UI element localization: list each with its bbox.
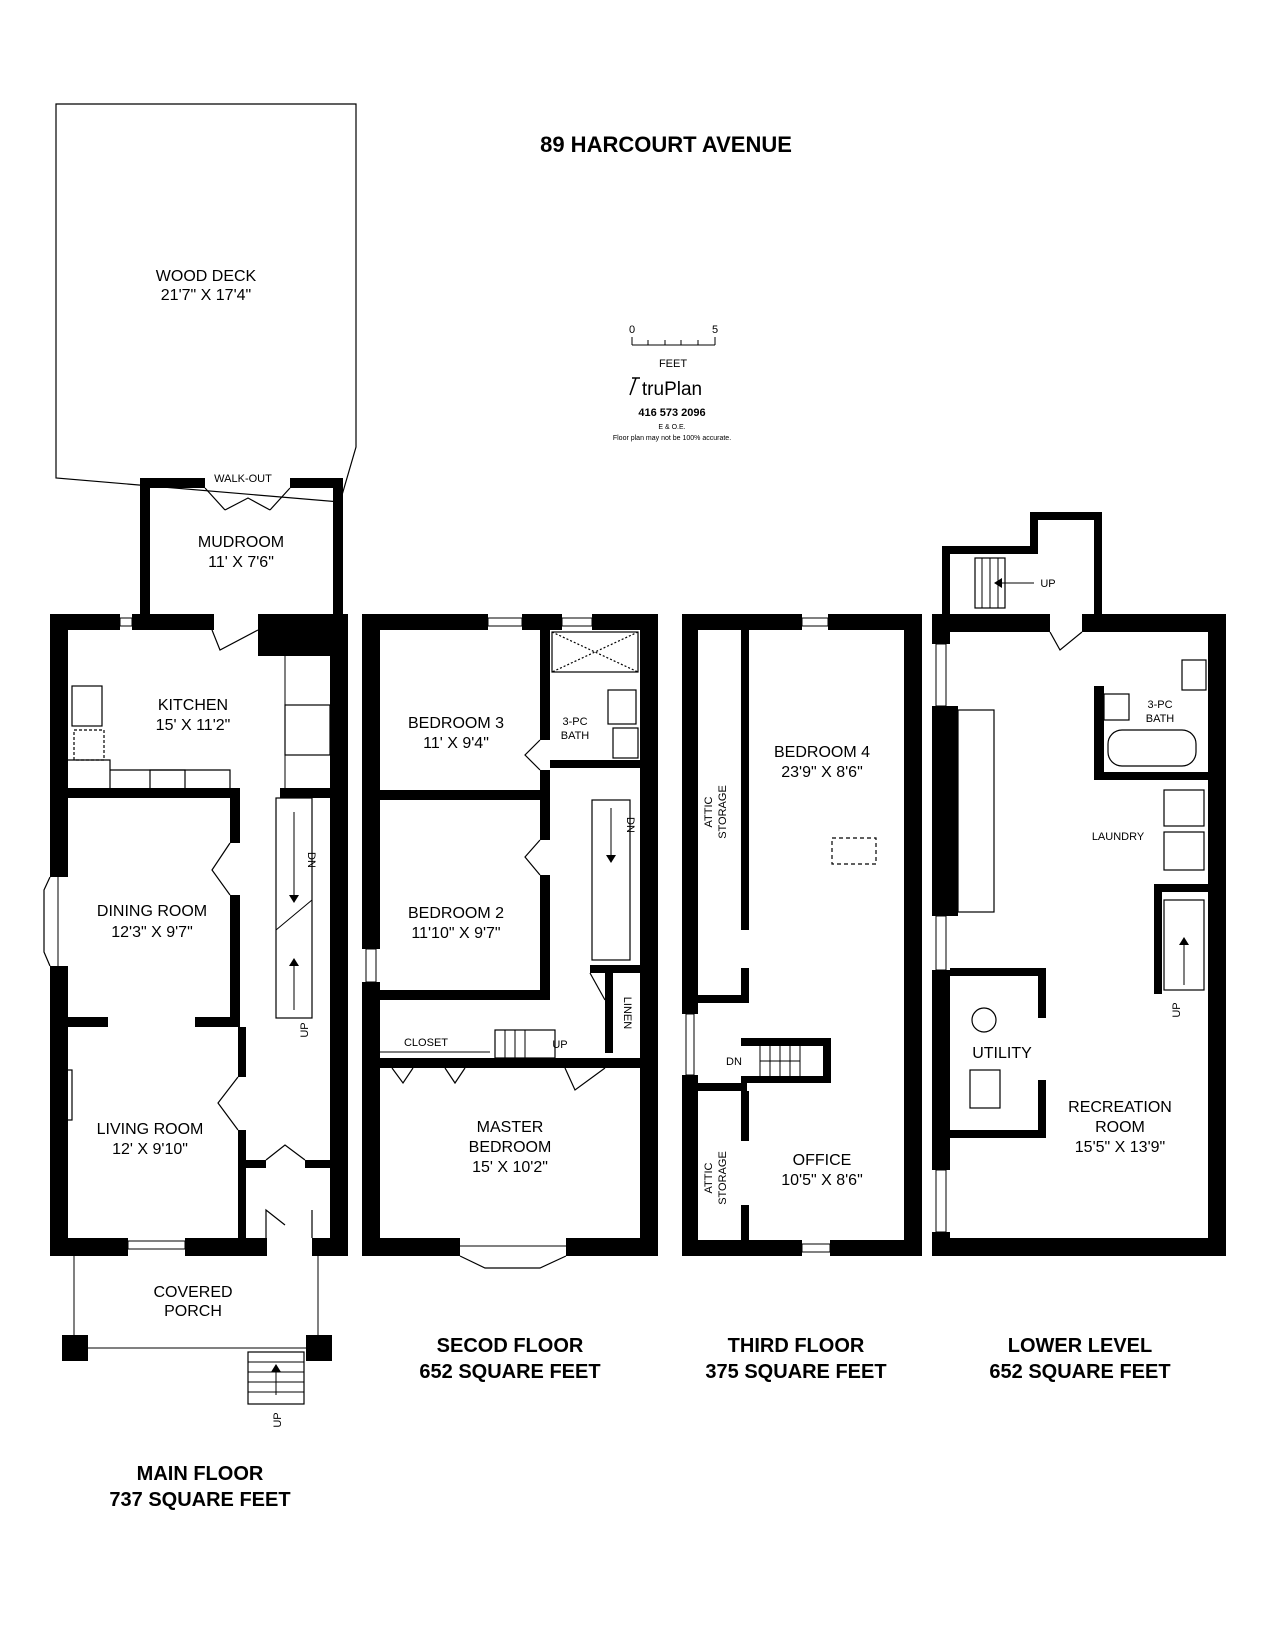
lower-level-plan: UP 3-PC BATH LAUNDRY UP [932, 512, 1226, 1383]
wood-deck-name: WOOD DECK [156, 268, 257, 285]
wood-deck-size: 21'7" X 17'4" [161, 287, 251, 304]
lower-exterior-up: UP [1040, 578, 1055, 590]
logo-brand: truPlan [642, 379, 702, 400]
porch-name-1: COVERED [153, 1284, 232, 1301]
main-floor-area: 737 SQUARE FEET [109, 1489, 290, 1511]
third-stair-dn: DN [726, 1056, 742, 1068]
main-floor-name: MAIN FLOOR [137, 1463, 264, 1485]
rec-room-name-1: RECREATION [1068, 1099, 1172, 1116]
dining-room-size: 12'3" X 9'7" [111, 924, 193, 941]
porch-name-2: PORCH [164, 1303, 222, 1320]
office-name: OFFICE [793, 1152, 852, 1169]
third-floor-area: 375 SQUARE FEET [705, 1361, 886, 1383]
dining-room-name: DINING ROOM [97, 903, 207, 920]
second-floor-plan: BEDROOM 3 11' X 9'4" 3-PC BATH BEDROOM 2… [362, 614, 658, 1383]
bedroom4-size: 23'9" X 8'6" [781, 764, 863, 781]
attic2-name-2: STORAGE [717, 1151, 729, 1205]
office-size: 10'5" X 8'6" [781, 1172, 863, 1189]
second-floor-area: 652 SQUARE FEET [419, 1361, 600, 1383]
third-floor-plan: ATTIC STORAGE BEDROOM 4 23'9" X 8'6" DN … [682, 614, 922, 1383]
linen-label: LINEN [621, 997, 633, 1029]
lower-level-name: LOWER LEVEL [1008, 1335, 1152, 1357]
bath-lower-name-2: BATH [1146, 713, 1175, 725]
attic1-name-1: ATTIC [703, 796, 715, 827]
laundry-label: LAUNDRY [1092, 831, 1145, 843]
second-stair-dn: DN [624, 817, 636, 833]
mudroom-name: MUDROOM [198, 534, 284, 551]
closet-label: CLOSET [404, 1037, 448, 1049]
property-title: 89 HARCOURT AVENUE [540, 132, 792, 157]
bedroom4-name: BEDROOM 4 [774, 744, 870, 761]
scale-unit: FEET [659, 358, 687, 370]
bedroom2-size: 11'10" X 9'7" [411, 925, 500, 942]
bath2-name-2: BATH [561, 730, 590, 742]
lower-level-area: 652 SQUARE FEET [989, 1361, 1170, 1383]
living-room-name: LIVING ROOM [97, 1121, 204, 1138]
living-room-size: 12' X 9'10" [112, 1141, 188, 1158]
main-stair-up: UP [299, 1022, 311, 1037]
scale-bar: 0 5 FEET [629, 324, 718, 370]
logo-disclaimer: Floor plan may not be 100% accurate. [613, 435, 731, 442]
utility-label: UTILITY [972, 1045, 1032, 1062]
master-name-1: MASTER [477, 1119, 544, 1136]
master-name-2: BEDROOM [469, 1139, 552, 1156]
bedroom2-name: BEDROOM 2 [408, 905, 504, 922]
lower-stair-up: UP [1171, 1002, 1183, 1017]
kitchen-size: 15' X 11'2" [156, 717, 231, 734]
wood-deck-outline [55, 103, 357, 503]
logo-phone: 416 573 2096 [638, 407, 705, 419]
second-stair-up: UP [552, 1039, 567, 1051]
scale-min: 0 [629, 324, 635, 336]
bath2-name-1: 3-PC [562, 716, 587, 728]
logo-eoe: E & O.E. [658, 424, 685, 431]
bedroom3-name: BEDROOM 3 [408, 715, 504, 732]
porch-stair-up: UP [272, 1412, 284, 1427]
rec-room-name-2: ROOM [1095, 1119, 1145, 1136]
third-floor-name: THIRD FLOOR [728, 1335, 865, 1357]
second-floor-name: SECOD FLOOR [437, 1335, 584, 1357]
main-floor-plan: WOOD DECK 21'7" X 17'4" WALK-OUT MUDROOM… [43, 103, 357, 1511]
master-size: 15' X 10'2" [472, 1159, 548, 1176]
mudroom-size: 11' X 7'6" [208, 554, 274, 571]
kitchen-name: KITCHEN [158, 697, 228, 714]
scale-max: 5 [712, 324, 718, 336]
bath-lower-name-1: 3-PC [1147, 699, 1172, 711]
attic1-name-2: STORAGE [717, 785, 729, 839]
truplan-logo: truPlan 416 573 2096 E & O.E. Floor plan… [613, 377, 731, 442]
rec-room-size: 15'5" X 13'9" [1075, 1139, 1165, 1156]
walk-out-label: WALK-OUT [214, 473, 272, 485]
attic2-name-1: ATTIC [703, 1162, 715, 1193]
main-stair-dn: DN [305, 852, 317, 868]
bedroom3-size: 11' X 9'4" [423, 735, 489, 752]
